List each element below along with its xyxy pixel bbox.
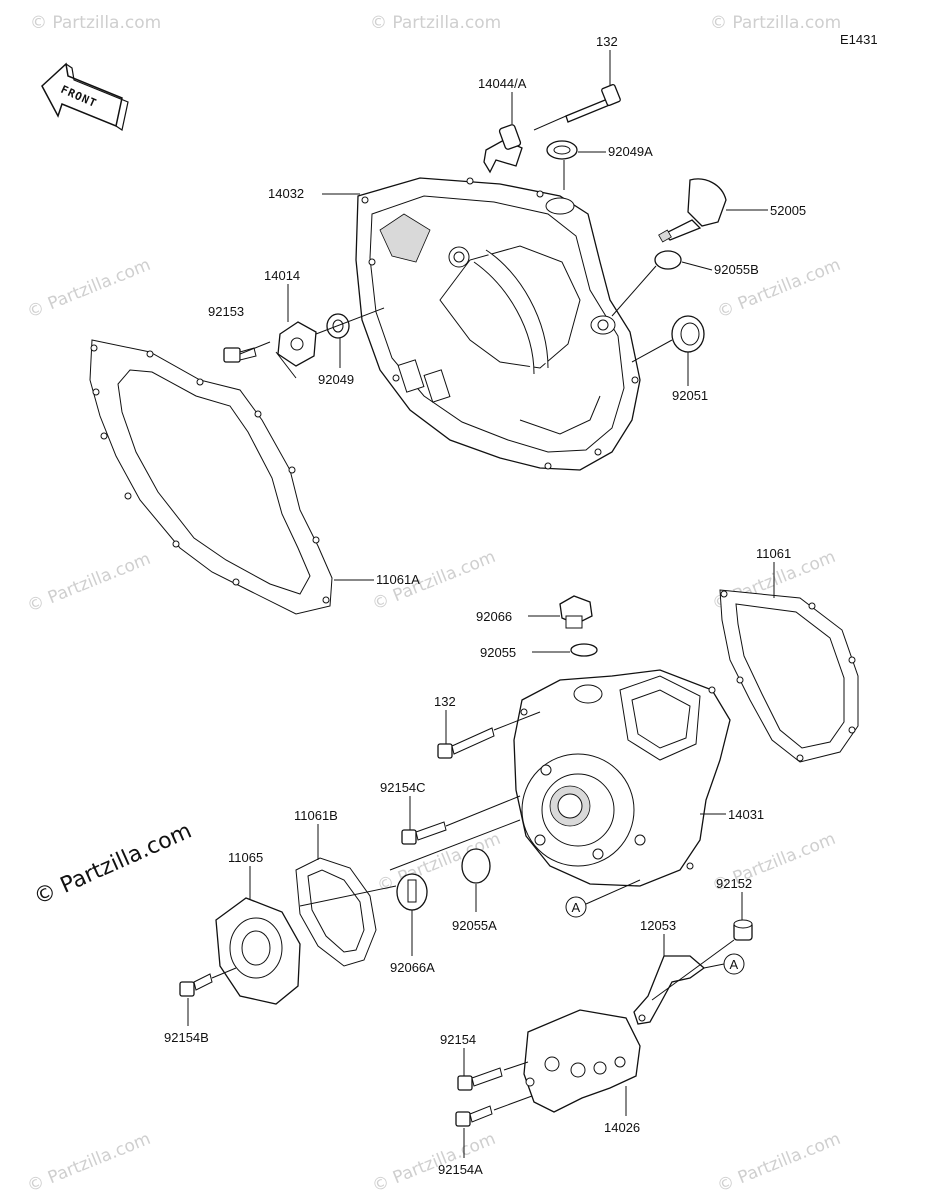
bracket-14044A: [483, 124, 523, 174]
label-92154: 92154: [440, 1032, 476, 1047]
watermark: © Partzilla.com: [24, 255, 153, 323]
bracket-12053: [633, 955, 706, 1025]
label-12053: 12053: [640, 918, 676, 933]
label-11061A: 11061A: [376, 572, 420, 587]
oil-seal-92049A: [546, 140, 578, 160]
label-14031: 14031: [728, 807, 764, 822]
label-92066A: 92066A: [390, 960, 435, 975]
label-92055B: 92055B: [714, 262, 759, 277]
label-92154C: 92154C: [380, 780, 426, 795]
label-92066: 92066: [476, 609, 512, 624]
guard-14026: [523, 1009, 641, 1113]
label-11061B: 11061B: [294, 808, 338, 823]
label-14014: 14014: [264, 268, 300, 283]
watermark: © Partzilla.com: [370, 13, 501, 33]
gasket-11061: [719, 589, 859, 763]
label-92049A: 92049A: [608, 144, 653, 159]
leader-lines: [187, 50, 775, 1158]
bolt-92154: [457, 1067, 503, 1091]
bolt-92154C: [401, 821, 447, 845]
label-92154A: 92154A: [438, 1162, 483, 1177]
bolt-132-top: [565, 83, 621, 123]
bolt-92154B: [179, 973, 213, 997]
collar-92152: [733, 919, 753, 941]
oil-seal-92051: [671, 315, 705, 353]
label-92055: 92055: [480, 645, 516, 660]
label-14044A: 14044/A: [478, 76, 527, 91]
label-132-top: 132: [596, 34, 618, 49]
label-14032: 14032: [268, 186, 304, 201]
label-92049: 92049: [318, 372, 354, 387]
gasket-11061B: [295, 857, 377, 967]
o-ring-92055B: [654, 250, 682, 270]
label-92055A: 92055A: [452, 918, 497, 933]
bolt-132-mid: [437, 727, 495, 759]
oil-cap-92066: [559, 595, 593, 629]
svg-text:A: A: [572, 900, 581, 915]
o-ring-92055: [570, 643, 598, 657]
label-52005: 52005: [770, 203, 806, 218]
clutch-cover-14031: [513, 669, 731, 887]
watermark: © Partzilla.com: [710, 13, 841, 33]
gasket-11061A: [89, 339, 333, 615]
label-92153: 92153: [208, 304, 244, 319]
watermark-main: © Partzilla.com: [30, 819, 195, 911]
dipstick-52005: [658, 178, 727, 243]
svg-text:A: A: [730, 957, 739, 972]
label-92051: 92051: [672, 388, 708, 403]
cover-11065: [215, 897, 301, 1005]
label-11065: 11065: [228, 850, 263, 865]
front-arrow-icon: FRONT: [41, 62, 129, 131]
watermark: © Partzilla.com: [24, 1129, 153, 1197]
callout-A-1: A: [565, 896, 587, 918]
label-14026: 14026: [604, 1120, 640, 1135]
watermark: © Partzilla.com: [24, 549, 153, 617]
diagram-code: E1431: [840, 32, 878, 47]
o-ring-92055A: [461, 848, 491, 884]
cap-92066A: [396, 873, 428, 911]
watermark: © Partzilla.com: [714, 1129, 843, 1197]
plate-14014: [277, 321, 317, 367]
label-92152: 92152: [716, 876, 752, 891]
callout-A-2: A: [723, 953, 745, 975]
bolt-92154A: [455, 1105, 493, 1127]
part-labels: 132 14044/A 92049A 14032 52005 92055B 14…: [164, 34, 806, 1177]
label-132-mid: 132: [434, 694, 456, 709]
watermark: © Partzilla.com: [30, 13, 161, 33]
crankcase-cover-14032: [355, 177, 641, 471]
label-92154B: 92154B: [164, 1030, 209, 1045]
label-11061: 11061: [756, 546, 791, 561]
bolt-92153: [223, 347, 257, 363]
